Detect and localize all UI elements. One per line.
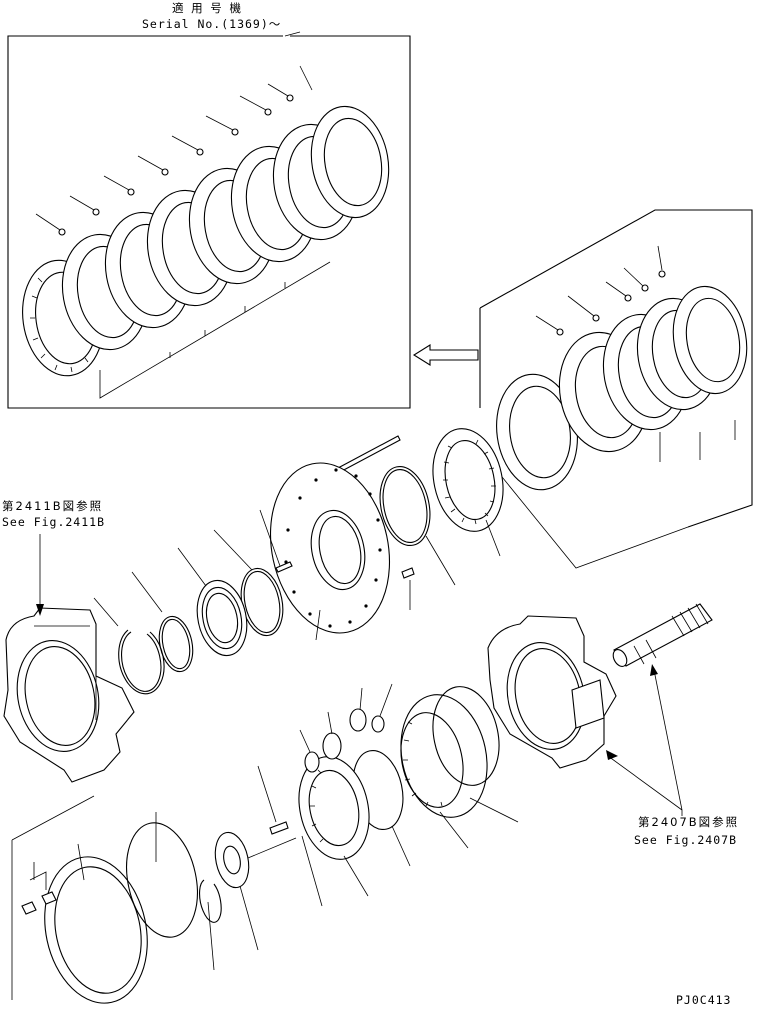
middle-parts: [93, 428, 504, 695]
right-disc-pack: [479, 209, 753, 569]
reference-2411b-jp: 第2411B図参照: [2, 499, 104, 513]
reference-2407b-en: See Fig.2407B: [634, 833, 738, 847]
reference-2411b-en: See Fig.2411B: [2, 515, 106, 529]
applicable-serial-heading-jp: 適 用 号 機: [172, 1, 243, 15]
output-shaft: [606, 603, 713, 816]
lower-parts: [199, 683, 519, 971]
right-housing: [487, 615, 617, 769]
left-housing: [3, 534, 135, 783]
serial-number-label: Serial No.(1369)～: [142, 17, 282, 31]
inset-disc-pack: [22, 65, 390, 399]
reference-2407b-jp: 第2407B図参照: [638, 815, 740, 829]
drawing-code: PJ0C413: [676, 993, 732, 1007]
lower-left-group: [11, 795, 198, 1004]
inset-arrow: [412, 344, 479, 366]
inset-box: [7, 31, 411, 409]
